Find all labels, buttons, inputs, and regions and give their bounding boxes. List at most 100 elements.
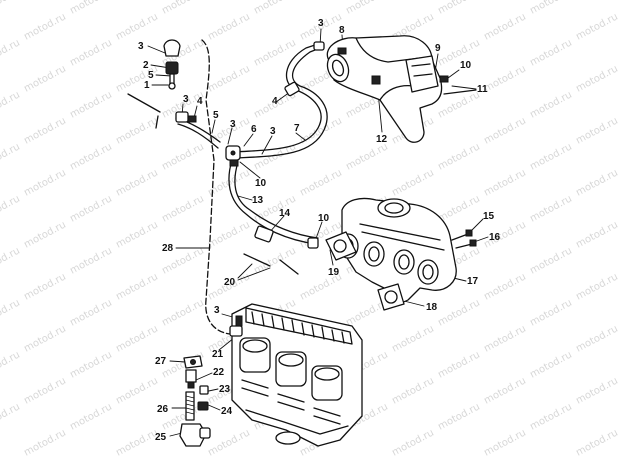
callout-label: 22	[213, 367, 225, 378]
watermark-text: motod.ru	[114, 427, 160, 458]
watermark-text: motod.ru	[22, 323, 68, 354]
gasket-18	[377, 283, 405, 311]
exhaust-resonator	[313, 35, 477, 143]
watermark-text: motod.ru	[528, 37, 574, 68]
watermark-text: motod.ru	[252, 0, 298, 17]
callout-label: 13	[252, 195, 264, 206]
watermark-text: motod.ru	[22, 375, 68, 406]
fitting-10	[307, 237, 319, 249]
watermark-text: motod.ru	[160, 297, 206, 328]
long-hose-28	[201, 39, 231, 335]
watermark-text: motod.ru	[482, 63, 528, 94]
watermark-text: motod.ru	[574, 427, 620, 458]
watermark-text: motod.ru	[390, 323, 436, 354]
spark-plug-22	[185, 369, 197, 389]
callout-label: 28	[162, 243, 174, 254]
callout-label: 27	[155, 356, 167, 367]
watermark-text: motod.ru	[114, 271, 160, 302]
watermark-text: motod.ru	[390, 167, 436, 198]
callout-label: 6	[251, 124, 257, 135]
watermark-text: motod.ru	[22, 11, 68, 42]
watermark-text: motod.ru	[482, 271, 528, 302]
watermark-text: motod.ru	[390, 375, 436, 406]
inline-fitting-4	[175, 111, 197, 123]
callout-label: 4	[272, 96, 278, 107]
watermark-text: motod.ru	[22, 219, 68, 250]
callout-label: 3	[214, 305, 220, 316]
callout-labels: 3 2 5 1 3 4 5 3 6 3 7 4 3 8 9 10 11 12 1…	[138, 18, 501, 443]
watermark-text: motod.ru	[574, 375, 620, 406]
callout-label: 26	[157, 404, 169, 415]
watermark-text: motod.ru	[160, 193, 206, 224]
watermark-text: motod.ru	[22, 167, 68, 198]
callout-label: 3	[138, 41, 144, 52]
watermark-text: motod.ru	[528, 193, 574, 224]
watermark-text: motod.ru	[344, 0, 390, 17]
watermark-text: motod.ru	[482, 323, 528, 354]
fitting-25	[179, 423, 211, 447]
fuel-line-13	[228, 159, 317, 245]
watermark-text: motod.ru	[528, 349, 574, 380]
watermark-text: motod.ru	[68, 141, 114, 172]
callout-label: 5	[148, 70, 154, 81]
callout-label: 25	[155, 432, 167, 443]
callout-label: 23	[219, 384, 231, 395]
watermark-text: motod.ru	[0, 89, 22, 120]
watermark-text: motod.ru	[114, 115, 160, 146]
watermark-text: motod.ru	[0, 401, 22, 432]
callout-label: 16	[489, 232, 501, 243]
watermark-text: motod.ru	[528, 245, 574, 276]
watermark-text: motod.ru	[436, 297, 482, 328]
watermark-text: motod.ru	[390, 427, 436, 458]
callout-label: 3	[270, 126, 276, 137]
watermark-text: motod.ru	[436, 401, 482, 432]
watermark-text: motod.ru	[528, 0, 574, 17]
watermark-text: motod.ru	[0, 141, 22, 172]
vent-tube-stub	[127, 93, 161, 129]
watermark-text: motod.ru	[528, 297, 574, 328]
callout-label: 11	[477, 84, 488, 95]
watermark-text: motod.ru	[114, 11, 160, 42]
callout-label: 15	[483, 211, 495, 222]
watermark-text: motod.ru	[206, 63, 252, 94]
callout-label: 7	[294, 123, 300, 134]
callout-label: 3	[318, 18, 324, 29]
callout-label: 3	[230, 119, 236, 130]
watermark-text: motod.ru	[252, 37, 298, 68]
threaded-rod-26	[185, 391, 195, 421]
watermark-text: motod.ru	[68, 349, 114, 380]
check-valve-assembly	[163, 39, 181, 90]
watermark-text: motod.ru	[436, 89, 482, 120]
watermark-text: motod.ru	[574, 219, 620, 250]
callout-label: 2	[143, 60, 149, 71]
watermark-text: motod.ru	[114, 219, 160, 250]
watermark-text: motod.ru	[574, 271, 620, 302]
watermark-text: motod.ru	[68, 0, 114, 17]
watermark-text: motod.ru	[436, 0, 482, 17]
callout-label: 3	[183, 94, 189, 105]
tee-fitting-6	[225, 145, 241, 161]
watermark-text: motod.ru	[206, 219, 252, 250]
watermark-text: motod.ru	[0, 245, 22, 276]
hose-clamp-4	[284, 81, 300, 97]
watermark-text: motod.ru	[574, 323, 620, 354]
watermark-text: motod.ru	[482, 167, 528, 198]
gasket-19	[325, 231, 357, 261]
watermark-text: motod.ru	[0, 0, 22, 17]
watermark-text: motod.ru	[114, 167, 160, 198]
callout-label: 9	[435, 43, 441, 54]
watermark-text: motod.ru	[68, 245, 114, 276]
watermark-text: motod.ru	[574, 63, 620, 94]
watermark-text: motod.ru	[114, 375, 160, 406]
watermark-text: motod.ru	[0, 349, 22, 380]
callout-label: 12	[376, 134, 388, 145]
watermark-text: motod.ru	[68, 193, 114, 224]
watermark-text: motod.ru	[206, 427, 252, 458]
callout-label: 19	[328, 267, 340, 278]
watermark-text: motod.ru	[436, 141, 482, 172]
watermark-text: motod.ru	[68, 401, 114, 432]
watermark-text: motod.ru	[22, 63, 68, 94]
watermark-text: motod.ru	[436, 349, 482, 380]
callout-label: 5	[213, 110, 219, 121]
